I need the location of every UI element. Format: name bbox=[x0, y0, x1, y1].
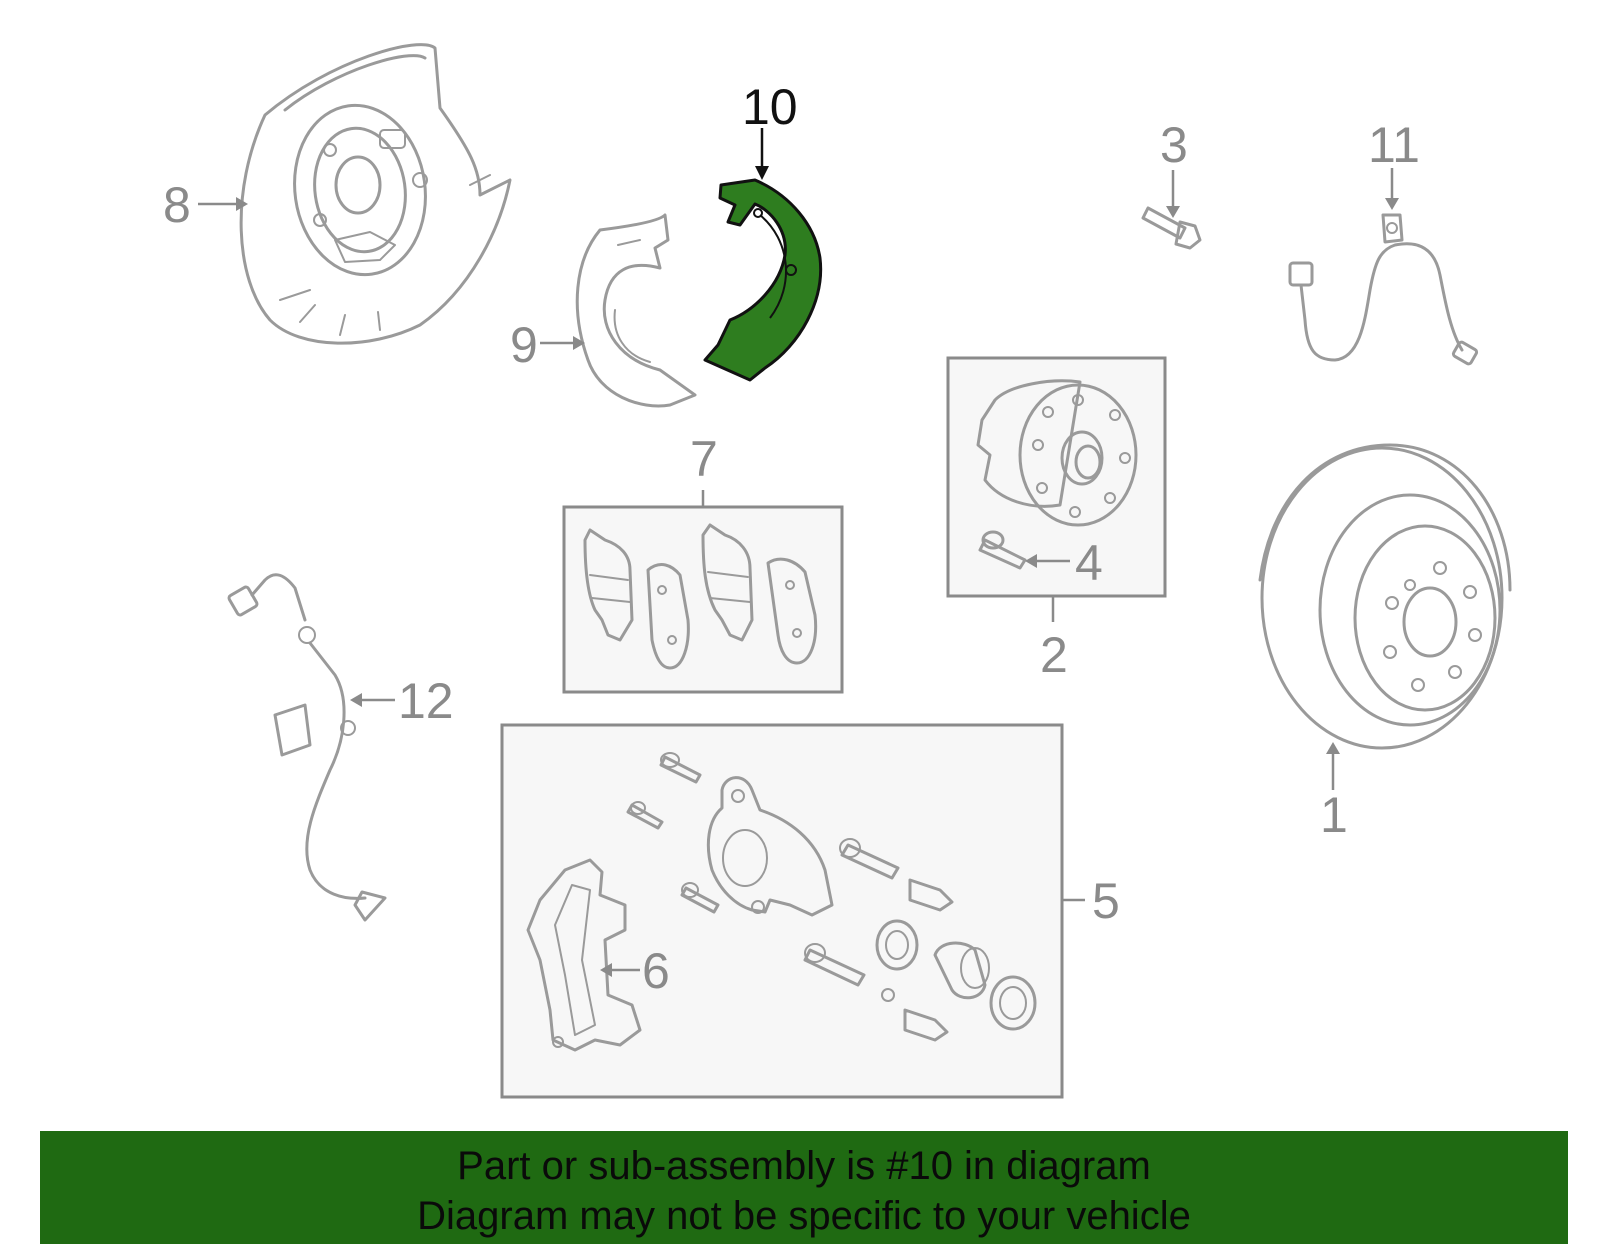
callout-8[interactable]: 8 bbox=[163, 177, 191, 233]
part-5-caliper-assembly-box[interactable] bbox=[500, 723, 1064, 1099]
part-10-brake-shoe-highlighted[interactable] bbox=[703, 178, 823, 382]
part-12-sensor-wire[interactable] bbox=[227, 573, 387, 922]
banner-line-disclaimer: Diagram may not be specific to your vehi… bbox=[417, 1194, 1191, 1238]
part-2-hub-assembly-box[interactable] bbox=[946, 356, 1167, 598]
part-9-brake-shoe[interactable] bbox=[575, 213, 697, 408]
banner-line-part: Part or sub-assembly is #10 in diagram bbox=[457, 1144, 1151, 1188]
callout-4[interactable]: 4 bbox=[1075, 535, 1103, 591]
callout-labels: 10 8 9 3 11 7 4 2 12 1 5 6 bbox=[163, 79, 1420, 999]
callout-9[interactable]: 9 bbox=[510, 317, 538, 373]
part-1-brake-rotor[interactable] bbox=[1258, 443, 1512, 750]
callout-12[interactable]: 12 bbox=[398, 673, 454, 729]
info-banner: Part or sub-assembly is #10 in diagram D… bbox=[40, 1131, 1568, 1244]
callout-7[interactable]: 7 bbox=[690, 431, 718, 487]
callout-1[interactable]: 1 bbox=[1320, 787, 1348, 843]
callout-6[interactable]: 6 bbox=[642, 943, 670, 999]
callout-10[interactable]: 10 bbox=[742, 79, 798, 135]
callout-leaders bbox=[198, 128, 1399, 977]
callout-2[interactable]: 2 bbox=[1040, 627, 1068, 683]
callout-11[interactable]: 11 bbox=[1368, 117, 1420, 173]
part-11-sensor-wire[interactable] bbox=[1288, 213, 1479, 366]
part-8-backing-plate[interactable] bbox=[239, 43, 512, 345]
part-7-brake-pads-box[interactable] bbox=[562, 505, 844, 694]
callout-3[interactable]: 3 bbox=[1160, 117, 1188, 173]
callout-5[interactable]: 5 bbox=[1092, 873, 1120, 929]
part-3-bolt[interactable] bbox=[1141, 206, 1202, 250]
